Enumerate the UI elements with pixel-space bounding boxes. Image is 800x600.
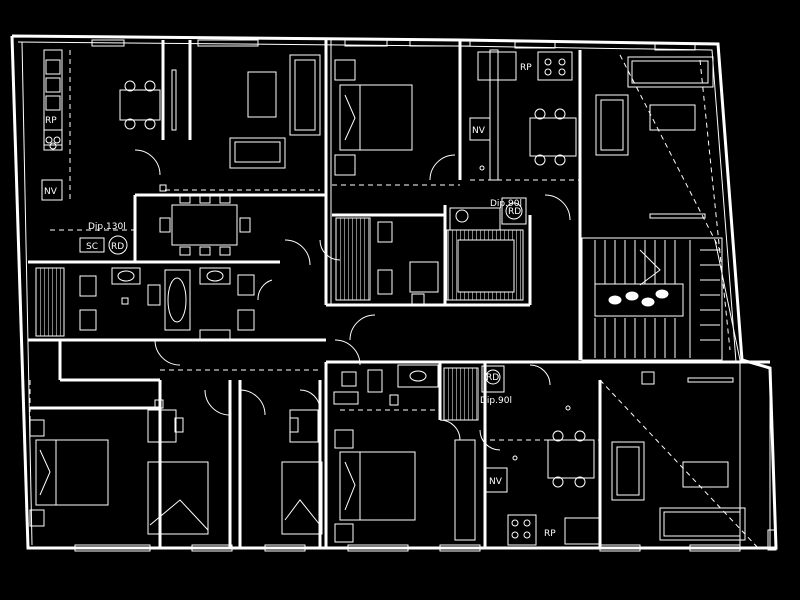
label-rd-bottom-mid: RD [486,373,499,383]
top-right-apartment [469,49,714,219]
outer-walls [10,34,778,552]
lift-shaft [446,197,527,301]
label-rd-left: RD [111,242,124,252]
bottom-middle-bedroom [334,429,476,543]
bottom-right-apartment [484,371,746,546]
label-dip-90-bottom: Dip.90l [480,396,512,406]
staircase [581,237,741,361]
room-labels: RP NV Dip.130l SC RD RP NV Dip.90l RD RD… [44,63,556,539]
label-rp-top-mid: RP [520,63,532,73]
label-rp-bottom: RP [544,529,556,539]
bottom-left-rooms [147,399,323,535]
left-bathrooms [35,267,255,341]
label-dip-130: Dip.130l [88,222,126,232]
top-left-apartment [41,49,321,256]
top-middle-bedroom [334,59,413,176]
bottom-middle-bathroom [333,364,505,421]
label-sc: SC [86,242,98,252]
bottom-left-bedroom [29,419,109,527]
label-rd-top-mid: RD [508,207,521,217]
top-middle-bathroom [335,217,439,305]
label-nv-bottom: NV [489,477,503,487]
label-dip-90-top: Dip.90l [490,199,522,209]
label-rp-top-left: RP [45,116,57,126]
label-nv-top-left: NV [44,187,58,197]
label-nv-top-mid: NV [472,126,486,136]
